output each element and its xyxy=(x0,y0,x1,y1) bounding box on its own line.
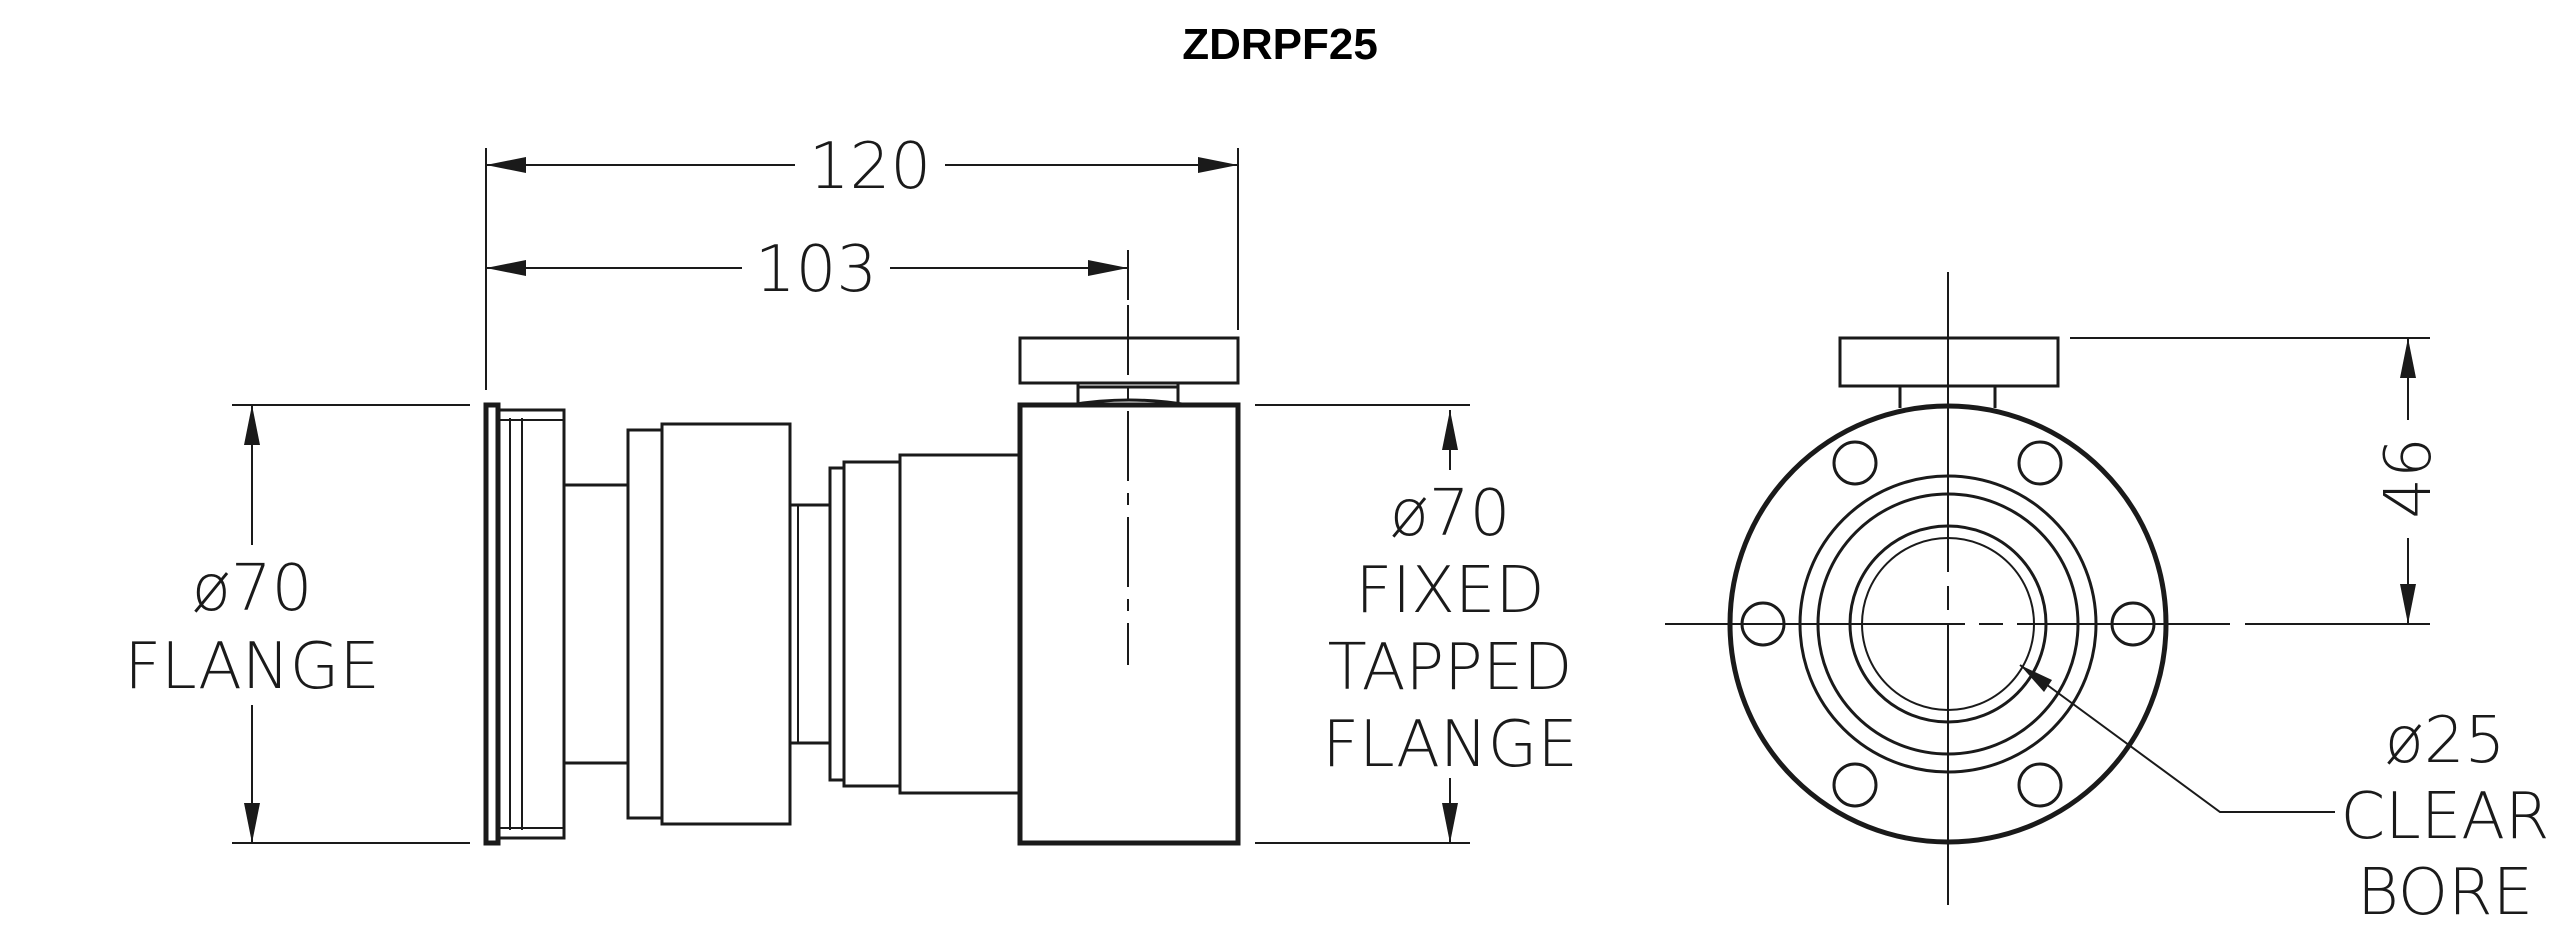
right-flange-label-2: FIXED xyxy=(1355,554,1544,628)
bolt-hole xyxy=(2017,440,2063,486)
left-flange-label-2: FLANGE xyxy=(124,630,380,704)
dim-120-label: 120 xyxy=(809,130,931,204)
body-section-2 xyxy=(828,453,1022,795)
left-flange-dimension: ø70 FLANGE xyxy=(124,405,380,843)
left-flange-label-1: ø70 xyxy=(192,552,313,626)
drawing-title: ZDRPF25 xyxy=(1182,20,1378,69)
right-flange-label-3: TAPPED xyxy=(1328,631,1573,705)
dim-103-label: 103 xyxy=(755,233,877,307)
bolt-hole xyxy=(1832,762,1878,808)
bolt-hole xyxy=(2017,762,2063,808)
left-flange xyxy=(483,402,566,846)
bore-label-2: CLEAR xyxy=(2340,780,2549,854)
dim-46-label: 46 xyxy=(2372,437,2446,518)
dimension-103: 103 xyxy=(486,233,1128,307)
body-section-1 xyxy=(626,422,792,826)
clear-bore-leader: ø25 CLEAR BORE xyxy=(2019,664,2550,929)
right-flange-dimension: ø70 FIXED TAPPED FLANGE xyxy=(1322,410,1578,843)
bolt-hole xyxy=(1832,440,1878,486)
side-view: 120 103 ø70 FLANGE ø70 FIXED TAP xyxy=(124,130,1578,846)
dimension-46: 46 xyxy=(2070,337,2446,625)
bore-label-1: ø25 xyxy=(2385,704,2506,778)
right-flange-label-4: FLANGE xyxy=(1322,708,1578,782)
end-view: 46 ø25 CLEAR BORE xyxy=(1665,272,2550,929)
dimension-120: 120 xyxy=(486,130,1238,204)
neck xyxy=(562,483,630,765)
right-flange-label-1: ø70 xyxy=(1390,477,1511,551)
narrow-neck xyxy=(788,503,832,745)
bore-label-3: BORE xyxy=(2357,856,2533,929)
